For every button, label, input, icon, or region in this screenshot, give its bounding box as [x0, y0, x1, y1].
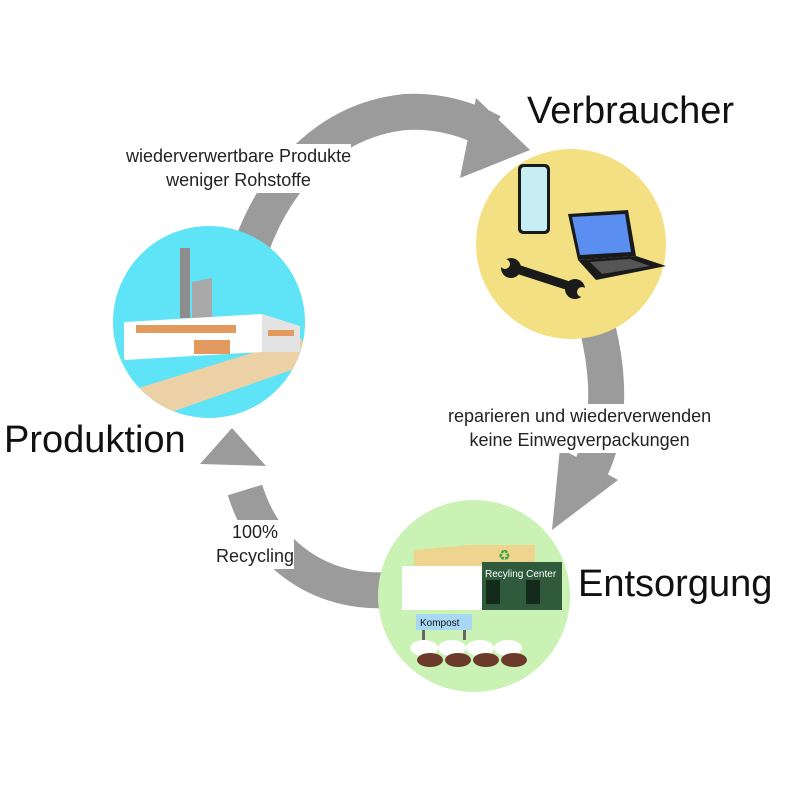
edge-label-line2: weniger Rohstoffe	[166, 170, 311, 191]
arrow-produktion-to-verbraucher	[235, 93, 530, 252]
edge-label-verbraucher-entsorgung: reparieren und wiederverwenden keine Ein…	[448, 404, 712, 453]
smartphone-icon	[518, 164, 550, 234]
edge-label-produktion-verbraucher: wiederverwertbare Produkte weniger Rohst…	[126, 144, 352, 193]
compost-piles	[410, 640, 527, 667]
produktion-title: Produktion	[4, 419, 186, 461]
edge-label-line2: keine Einwegverpackungen	[469, 430, 690, 451]
kompost-sign: Kompost	[420, 618, 460, 629]
edge-label-line1: reparieren und wiederverwenden	[448, 406, 712, 426]
edge-label-entsorgung-produktion: 100% Recycling	[216, 520, 295, 569]
recycling-center-illustration	[402, 545, 562, 667]
arrow-entsorgung-to-produktion	[200, 428, 394, 609]
recycling-center-sign: Recyling Center	[485, 569, 557, 580]
edge-label-line1: 100%	[231, 522, 279, 542]
edge-label-line1: wiederverwertbare Produkte	[126, 146, 352, 166]
svg-text:♻: ♻	[498, 548, 511, 564]
laptop-icon	[568, 210, 666, 280]
verbraucher-circle	[476, 149, 666, 339]
verbraucher-title: Verbraucher	[527, 90, 735, 132]
produktion-node	[113, 226, 305, 418]
wrench-icon	[500, 258, 587, 299]
recycling-icon: ♻	[498, 548, 511, 564]
verbraucher-node	[476, 149, 666, 339]
entsorgung-title: Entsorgung	[578, 563, 773, 605]
arrow-verbraucher-to-entsorgung	[552, 325, 625, 530]
entsorgung-node: ♻ Recyling Center Kompost	[378, 500, 570, 692]
edge-label-line2: Recycling	[216, 546, 295, 567]
